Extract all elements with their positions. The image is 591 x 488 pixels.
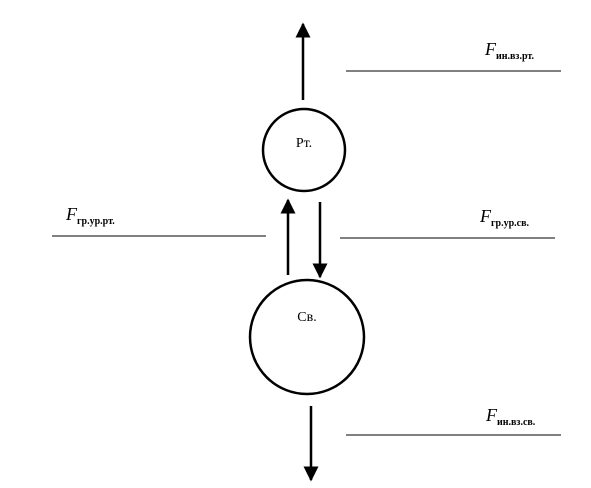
force-symbol: F xyxy=(485,405,498,425)
svg-text:Fгр.ур.св.: Fгр.ур.св. xyxy=(479,206,530,229)
node-top-circle xyxy=(261,107,347,193)
svg-text:Fгр.ур.рт.: Fгр.ур.рт. xyxy=(65,204,115,227)
node-bottom-label: Св. xyxy=(297,310,316,325)
force-label-right-mid: Fгр.ур.св. xyxy=(340,206,555,239)
force-symbol: F xyxy=(65,204,78,224)
force-label-top-right: Fин.вз.рт. xyxy=(346,39,561,72)
force-subscript: гр.ур.рт. xyxy=(77,216,115,227)
force-symbol: F xyxy=(484,39,497,59)
force-subscript: ин.вз.рт. xyxy=(496,51,535,62)
svg-text:Fин.вз.рт.: Fин.вз.рт. xyxy=(484,39,535,62)
svg-text:Fин.вз.св.: Fин.вз.св. xyxy=(485,405,536,428)
force-label-bottom-right: Fин.вз.св. xyxy=(346,405,561,436)
force-subscript: гр.ур.св. xyxy=(491,218,530,229)
force-label-left-mid: Fгр.ур.рт. xyxy=(52,204,266,237)
node-top-label: Рт. xyxy=(296,136,312,151)
force-symbol: F xyxy=(479,206,492,226)
force-subscript: ин.вз.св. xyxy=(497,417,536,428)
node-bottom-circle xyxy=(248,278,366,396)
